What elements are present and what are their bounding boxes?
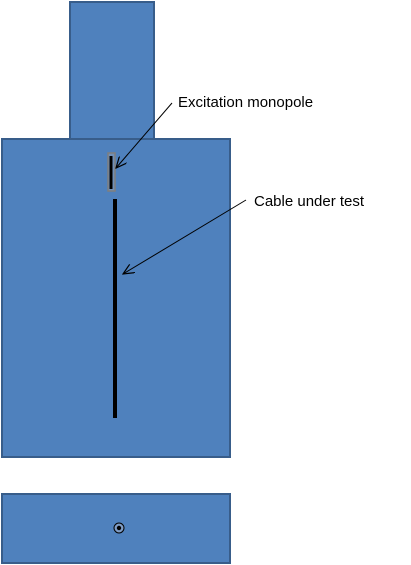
cable-under-test-arrow [123,199,247,274]
cable-under-test-label: Cable under test [254,193,365,210]
cable-cross-section-core [116,525,122,531]
fixture-top-neck [69,1,155,140]
excitation-monopole-label: Excitation monopole [178,94,313,111]
excitation-monopole-arrow [116,102,173,168]
